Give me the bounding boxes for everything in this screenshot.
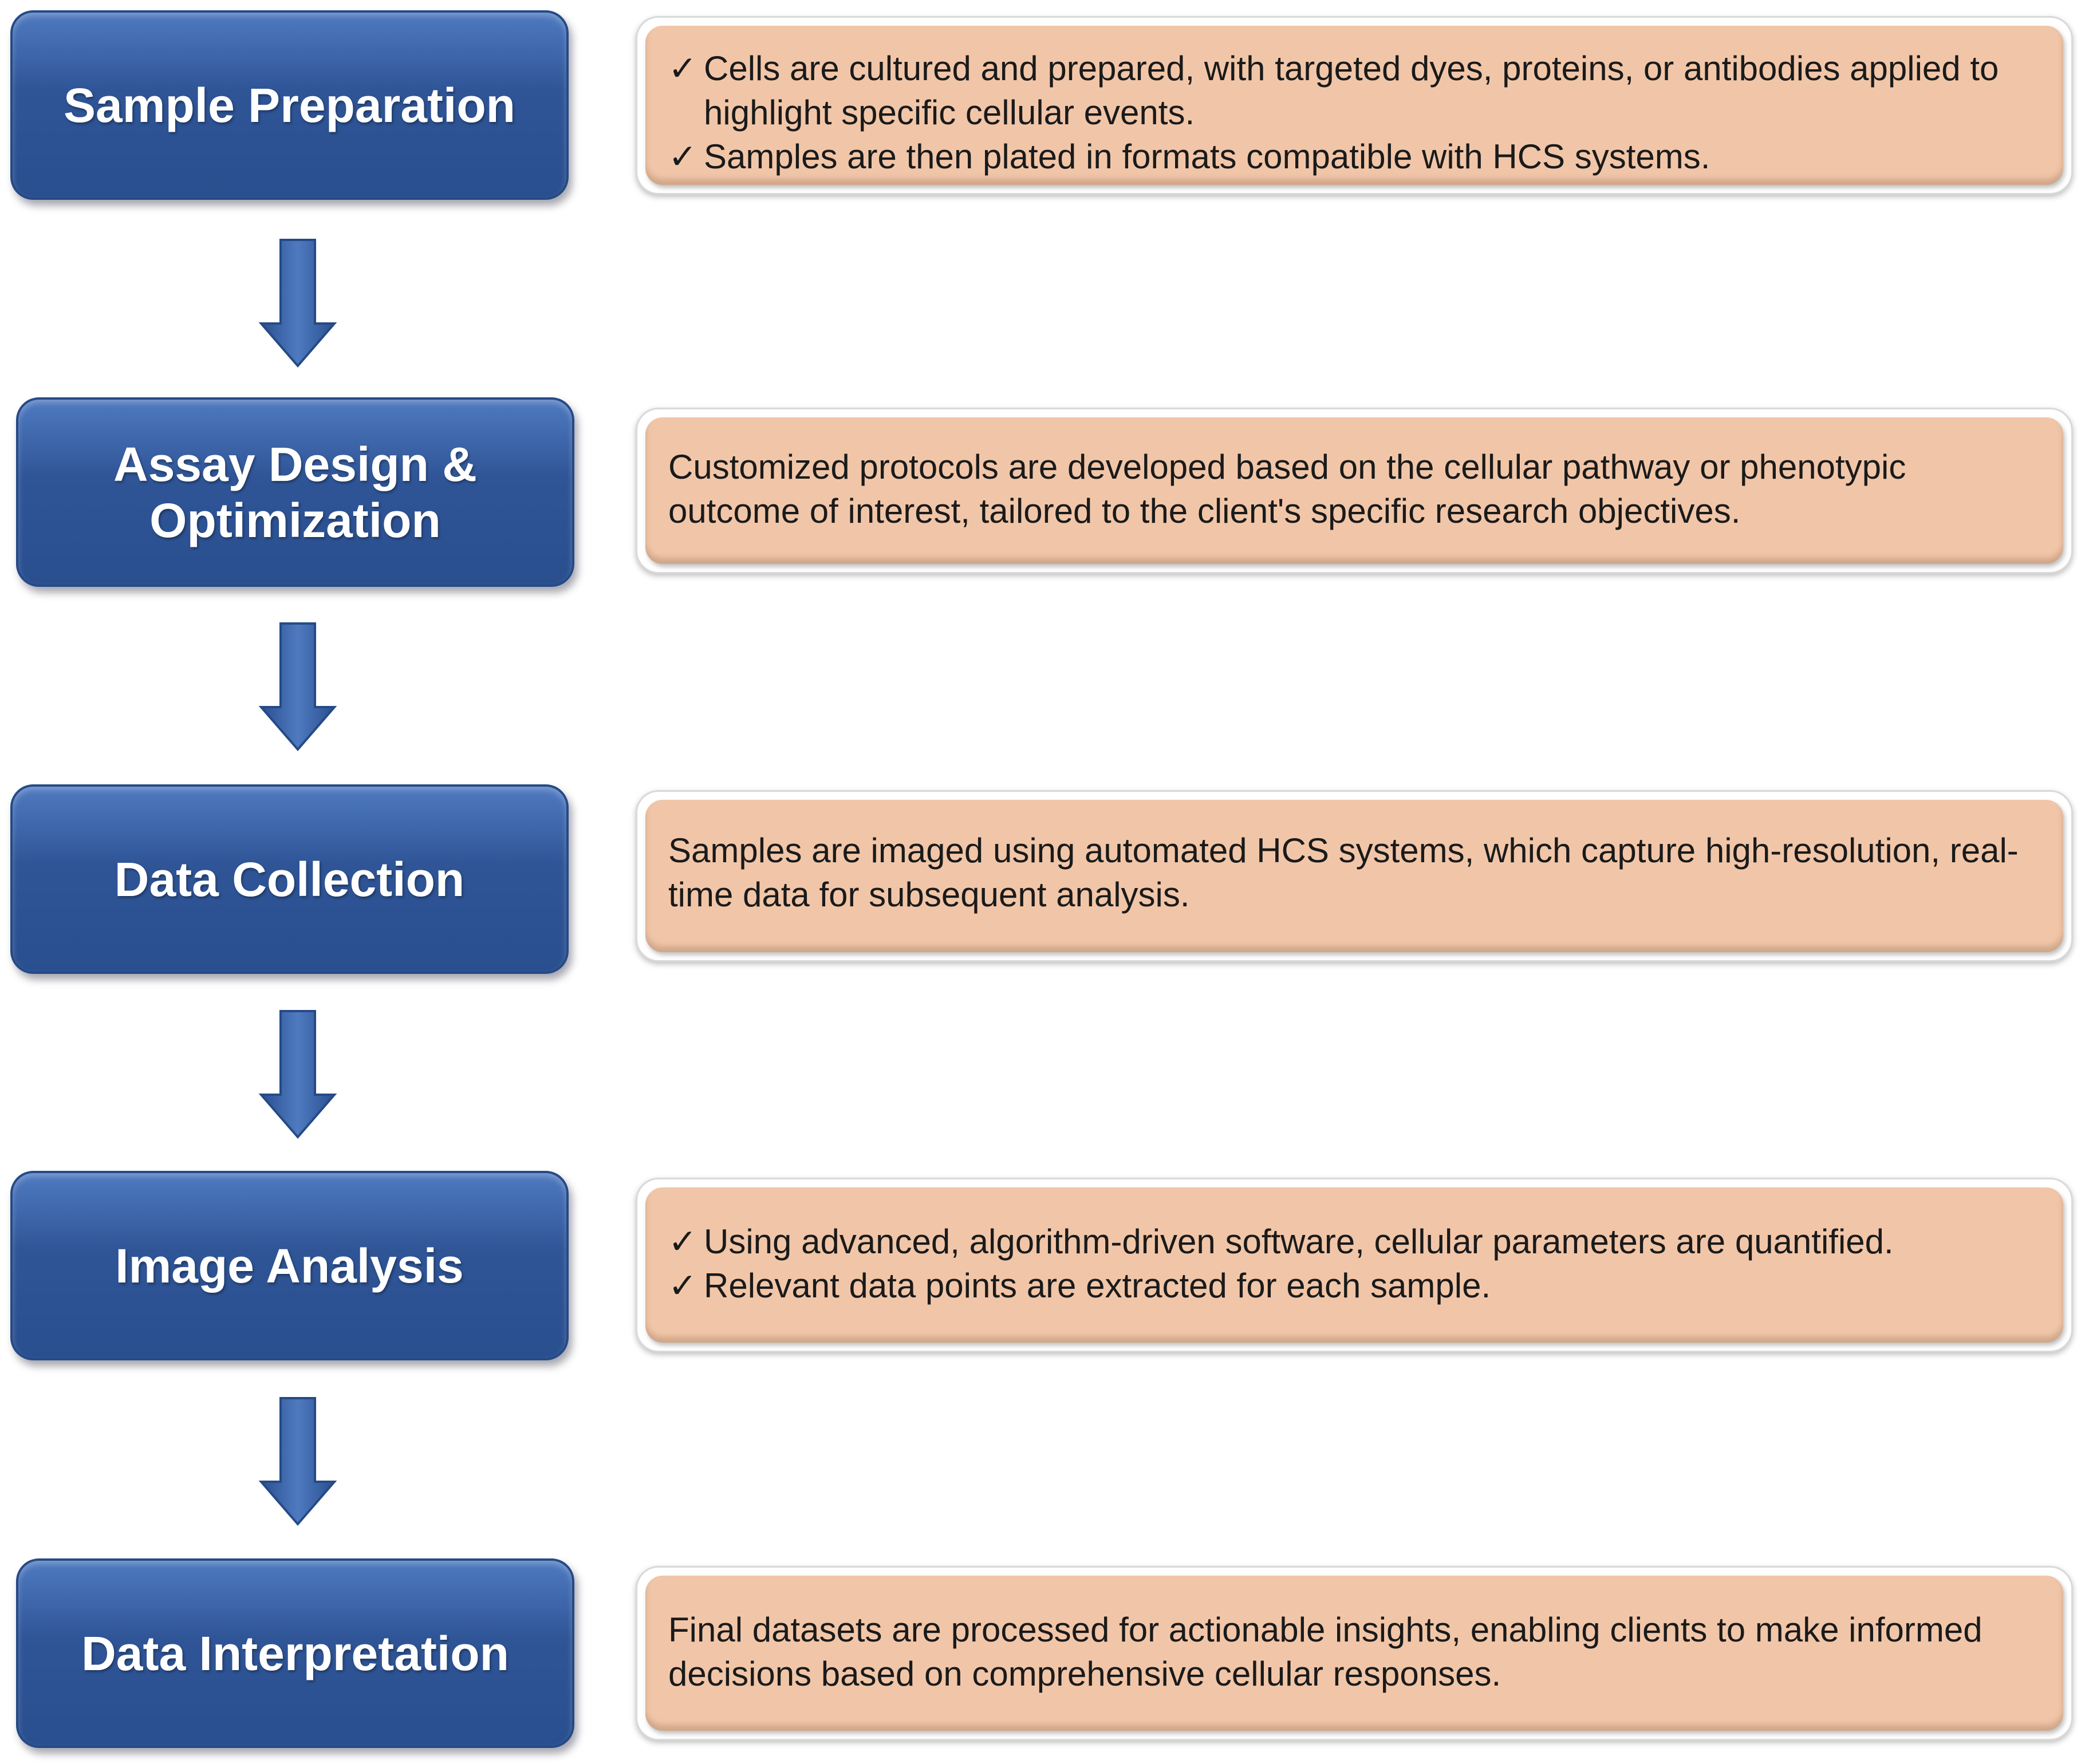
description-panel: ✓ Cells are cultured and prepared, with … bbox=[645, 26, 2063, 185]
description-bullet: ✓ Cells are cultured and prepared, with … bbox=[668, 46, 2040, 135]
step-data-collection: Data Collection bbox=[10, 784, 569, 974]
down-arrow-icon bbox=[258, 622, 337, 752]
description-panel: Final datasets are processed for actiona… bbox=[645, 1576, 2063, 1731]
description-panel: Customized protocols are developed based… bbox=[645, 417, 2063, 564]
down-arrow-icon bbox=[258, 1397, 337, 1526]
description-box-data-collection: Samples are imaged using automated HCS s… bbox=[636, 790, 2073, 962]
description-box-sample-preparation: ✓ Cells are cultured and prepared, with … bbox=[636, 16, 2073, 195]
step-sample-preparation: Sample Preparation bbox=[10, 10, 569, 200]
step-label: Data Collection bbox=[114, 852, 465, 906]
description-text: Samples are imaged using automated HCS s… bbox=[668, 831, 2019, 914]
checkmark-icon: ✓ bbox=[668, 137, 697, 176]
description-bullet: ✓ Relevant data points are extracted for… bbox=[668, 1264, 2040, 1308]
description-bullet: ✓ Using advanced, algorithm-driven softw… bbox=[668, 1220, 2040, 1264]
bullet-text: Using advanced, algorithm-driven softwar… bbox=[704, 1222, 1894, 1261]
description-text: Final datasets are processed for actiona… bbox=[668, 1611, 1982, 1693]
step-label: Image Analysis bbox=[115, 1238, 464, 1293]
checkmark-icon: ✓ bbox=[668, 49, 697, 88]
description-bullet: ✓ Samples are then plated in formats com… bbox=[668, 135, 2040, 179]
bullet-text: Relevant data points are extracted for e… bbox=[704, 1266, 1491, 1305]
bullet-text: Samples are then plated in formats compa… bbox=[704, 137, 1710, 176]
down-arrow-icon bbox=[258, 239, 337, 368]
down-arrow-icon bbox=[258, 1010, 337, 1139]
step-label: Assay Design & Optimization bbox=[113, 437, 477, 547]
description-panel: Samples are imaged using automated HCS s… bbox=[645, 800, 2063, 952]
checkmark-icon: ✓ bbox=[668, 1222, 697, 1261]
bullet-text: Cells are cultured and prepared, with ta… bbox=[704, 49, 1999, 132]
description-box-assay-design: Customized protocols are developed based… bbox=[636, 408, 2073, 574]
step-image-analysis: Image Analysis bbox=[10, 1171, 569, 1360]
description-box-image-analysis: ✓ Using advanced, algorithm-driven softw… bbox=[636, 1178, 2073, 1352]
description-text: Customized protocols are developed based… bbox=[668, 448, 1906, 530]
checkmark-icon: ✓ bbox=[668, 1266, 697, 1305]
step-label: Data Interpretation bbox=[81, 1626, 509, 1680]
step-label: Sample Preparation bbox=[64, 78, 515, 132]
step-data-interpretation: Data Interpretation bbox=[16, 1558, 574, 1748]
step-assay-design-optimization: Assay Design & Optimization bbox=[16, 397, 574, 587]
description-box-data-interpretation: Final datasets are processed for actiona… bbox=[636, 1566, 2073, 1741]
description-panel: ✓ Using advanced, algorithm-driven softw… bbox=[645, 1187, 2063, 1343]
